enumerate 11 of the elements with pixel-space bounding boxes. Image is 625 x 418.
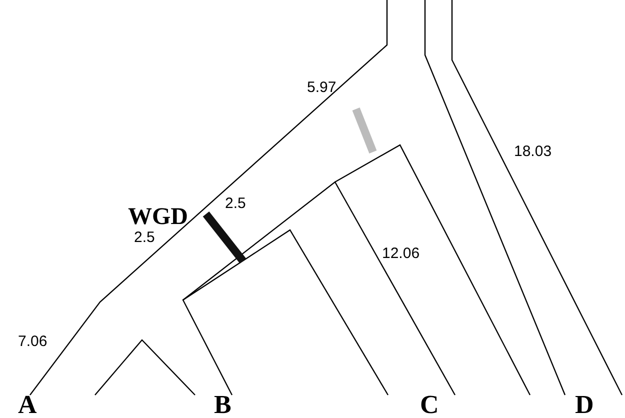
leaf-label: A <box>18 392 37 418</box>
event-label: WGD <box>128 205 188 229</box>
leaf-label: D <box>575 392 594 418</box>
branch-length: 5.97 <box>307 80 336 95</box>
branch-length: 2.5 <box>225 196 246 211</box>
branch-length: 7.06 <box>18 334 48 349</box>
branch-length: 12.06 <box>382 246 420 261</box>
branch-length: 2.5 <box>134 230 155 245</box>
leaf-label: B <box>214 392 232 418</box>
branch-length: 18.03 <box>514 144 552 159</box>
leaf-label: C <box>420 392 439 418</box>
